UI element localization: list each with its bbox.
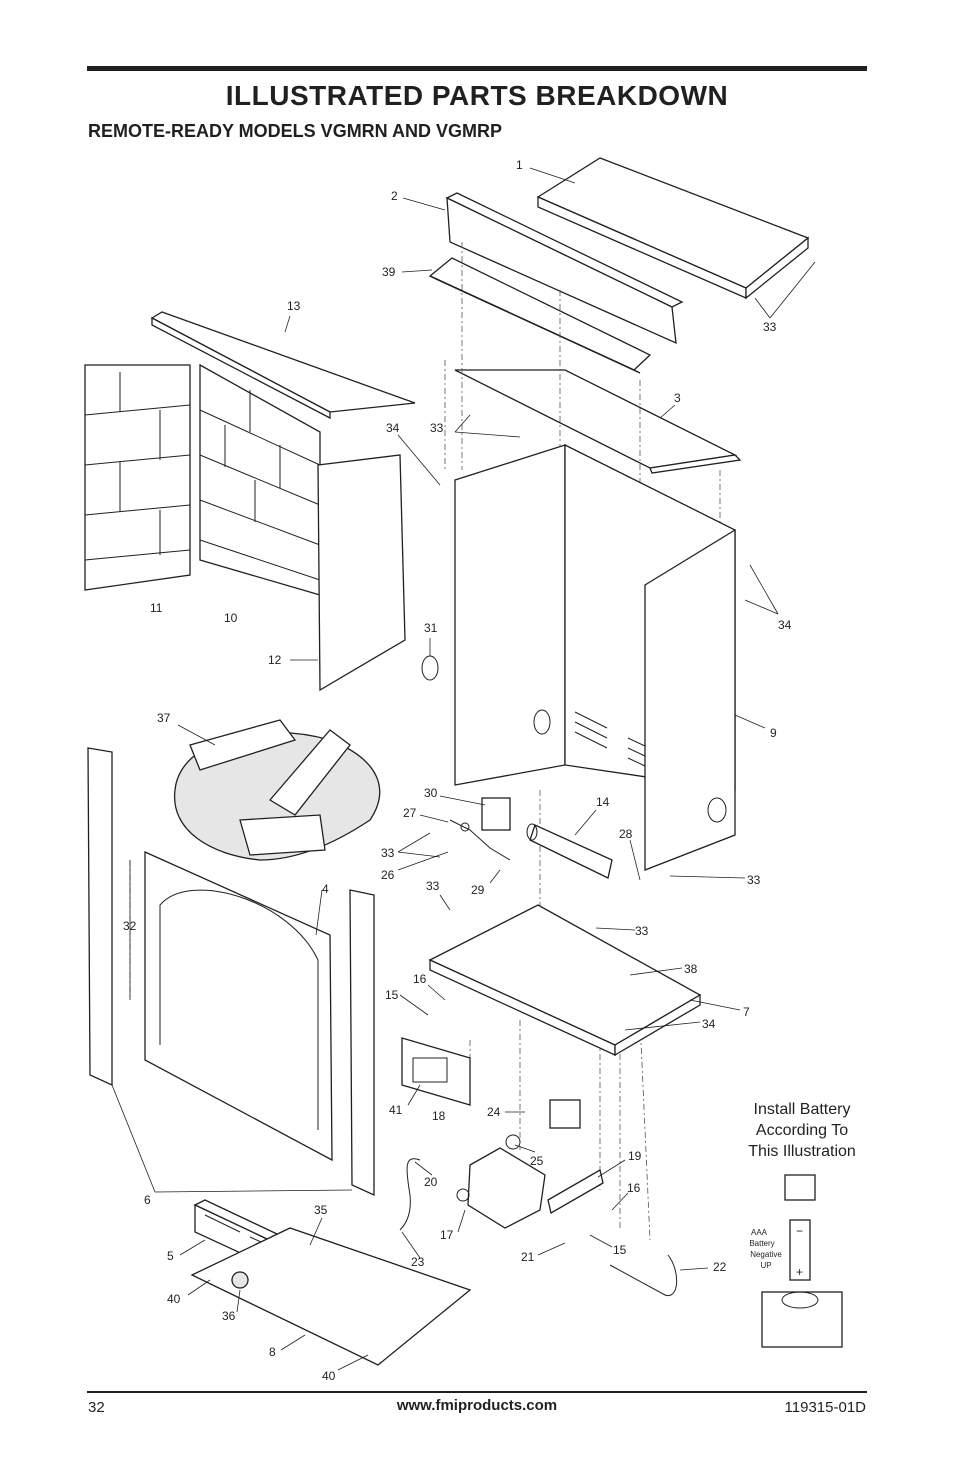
callout-26: 26	[381, 868, 395, 882]
part-9-firebox-body	[454, 443, 736, 871]
website-link[interactable]: www.fmiproducts.com	[396, 1397, 558, 1414]
document-number: 119315-01D	[784, 1399, 866, 1416]
callout-27: 27	[403, 806, 417, 820]
battery-instruction: Install Battery According To This Illust…	[748, 1101, 856, 1160]
battery-positive-sign: +	[796, 1265, 803, 1279]
callout-33-pilot: 33	[381, 846, 395, 860]
part-7-base-tray	[428, 904, 702, 1057]
callout-40-left: 40	[167, 1292, 181, 1306]
callout-14: 14	[596, 795, 610, 809]
part-6-side-trims	[87, 747, 375, 1197]
callout-36: 36	[222, 1309, 236, 1323]
battery-label-line-1: AAA	[751, 1228, 768, 1237]
part-27-pilot-assembly	[449, 819, 511, 861]
part-13-refractory-top	[150, 311, 416, 420]
callout-34-left: 34	[386, 421, 400, 435]
part-14-burner	[526, 823, 613, 879]
callout-34-right: 34	[778, 618, 792, 632]
callout-3: 3	[674, 391, 681, 405]
battery-label-line-3: Negative	[750, 1250, 782, 1259]
part-31-gasket	[421, 655, 439, 681]
callout-17: 17	[440, 1228, 454, 1242]
part-19-bracket	[547, 1168, 604, 1215]
part-41-access-cover	[401, 1037, 471, 1106]
part-37-log-set	[174, 719, 381, 861]
vent-louvers	[574, 711, 646, 767]
callout-15-upper: 15	[385, 988, 399, 1002]
callout-8: 8	[269, 1345, 276, 1359]
battery-label-line-2: Battery	[749, 1239, 774, 1248]
part-30-pilot-bracket	[481, 797, 511, 831]
callout-4: 4	[322, 882, 329, 896]
battery-negative-sign: −	[796, 1224, 803, 1238]
callout-33-base: 33	[426, 879, 440, 893]
callout-16-lower: 16	[627, 1181, 641, 1195]
callout-33-firebox: 33	[430, 421, 444, 435]
callout-16-upper: 16	[413, 972, 427, 986]
callout-40-bottom: 40	[322, 1369, 336, 1383]
part-2-front-trim	[445, 192, 684, 345]
callout-5: 5	[167, 1249, 174, 1263]
bottom-rule	[87, 1391, 867, 1393]
callout-35: 35	[314, 1203, 328, 1217]
callout-22: 22	[713, 1260, 727, 1274]
callout-10: 10	[224, 611, 238, 625]
leader-lines	[111, 167, 816, 1371]
callout-11: 11	[150, 601, 163, 615]
part-8-bottom-panel	[190, 1227, 472, 1366]
page-title: ILLUSTRATED PARTS BREAKDOWN	[225, 80, 729, 111]
callout-28: 28	[619, 827, 633, 841]
callout-13: 13	[287, 299, 301, 313]
callout-33-tray: 33	[635, 924, 649, 938]
part-24-receiver	[549, 1099, 581, 1129]
callout-39: 39	[382, 265, 396, 279]
callout-23: 23	[411, 1255, 425, 1269]
callout-34-tray: 34	[702, 1017, 716, 1031]
callout-7: 7	[743, 1005, 750, 1019]
callout-21: 21	[521, 1250, 535, 1264]
callout-32: 32	[123, 919, 137, 933]
callout-41: 41	[389, 1103, 403, 1117]
callout-24: 24	[487, 1105, 501, 1119]
callout-12: 12	[268, 653, 282, 667]
callout-38: 38	[684, 962, 698, 976]
callout-31: 31	[424, 621, 438, 635]
part-1-top-cover	[536, 157, 810, 300]
top-rule	[87, 66, 867, 71]
callout-1: 1	[516, 158, 523, 172]
callout-20: 20	[424, 1175, 438, 1189]
callout-29: 29	[471, 883, 485, 897]
battery-illustration: − + AAA Battery Negative UP	[749, 1174, 843, 1348]
part-10-rear-brick-panel	[199, 363, 321, 596]
page-subtitle: REMOTE-READY MODELS VGMRN AND VGMRP	[88, 121, 503, 141]
callout-19: 19	[628, 1149, 642, 1163]
part-17-gas-valve	[456, 1147, 546, 1229]
part-11-left-brick-panel	[84, 364, 191, 591]
callout-labels: 1 2 39 33 13 3 34 33 11 10 34 31 12 9 37…	[123, 158, 792, 1383]
part-22-gas-line	[609, 1254, 678, 1296]
part-25-knob	[505, 1134, 521, 1150]
callout-9: 9	[770, 726, 777, 740]
callout-18: 18	[432, 1109, 446, 1123]
callout-25: 25	[530, 1154, 544, 1168]
callout-6: 6	[144, 1193, 151, 1207]
callout-33-top: 33	[763, 320, 777, 334]
brick-pattern-left	[84, 372, 191, 561]
callout-15-lower: 15	[613, 1243, 627, 1257]
brick-pattern-rear	[199, 390, 321, 581]
part-4-door-frame	[144, 850, 333, 1162]
part-23-gas-line	[399, 1158, 421, 1231]
callout-2: 2	[391, 189, 398, 203]
part-12-right-side-panel	[317, 454, 406, 692]
part-39-deflector	[428, 257, 652, 374]
page-number: 32	[88, 1399, 105, 1416]
battery-label-line-4: UP	[760, 1261, 771, 1270]
part-3-firebox-top	[454, 369, 742, 474]
callout-33-body: 33	[747, 873, 761, 887]
callout-37: 37	[157, 711, 171, 725]
callout-30: 30	[424, 786, 438, 800]
